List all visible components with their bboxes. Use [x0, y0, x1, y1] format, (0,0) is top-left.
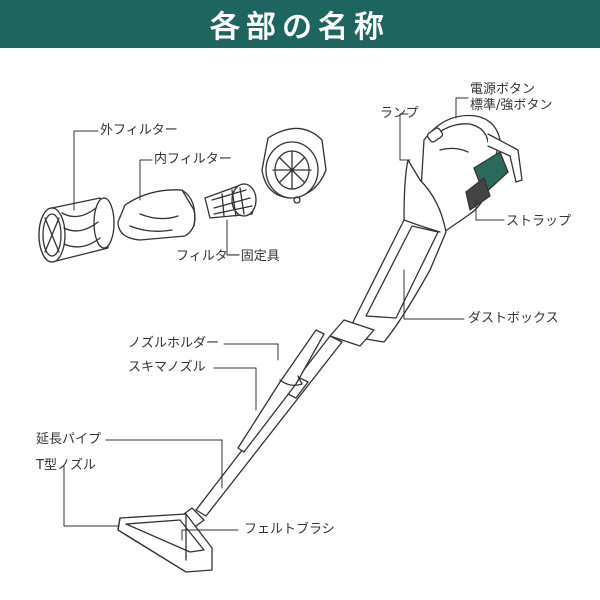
label-strap: ストラップ — [506, 214, 572, 229]
label-extension-pipe: 延長パイプ — [36, 432, 102, 447]
filter-housing-illustration — [261, 127, 327, 204]
label-nozzle-holder: ノズルホルダー — [128, 336, 220, 351]
label-inner-filter: 内フィルター — [154, 152, 232, 167]
label-lamp: ランプ — [380, 106, 419, 121]
label-outer-filter: 外フィルター — [100, 123, 178, 138]
filter-fixture-illustration — [204, 183, 257, 219]
crevice-nozzle-illustration — [237, 329, 325, 453]
label-standard-strong-button: 標準/強ボタン — [470, 98, 553, 113]
label-filter-fixture: フィルター固定具 — [176, 249, 280, 264]
outer-filter-illustration — [38, 197, 115, 263]
label-power-button: 電源ボタン — [470, 82, 536, 97]
extension-pipe-illustration — [195, 335, 343, 517]
label-t-nozzle: T型ノズル — [36, 458, 96, 473]
t-nozzle-illustration — [117, 507, 213, 573]
page-header: 各部の名称 — [0, 0, 600, 48]
page-title: 各部の名称 — [210, 10, 390, 45]
vacuum-body-illustration — [329, 114, 523, 347]
label-crevice-nozzle: スキマノズル — [128, 360, 206, 375]
label-dust-box: ダストボックス — [468, 311, 559, 326]
label-felt-brush: フェルトブラシ — [244, 522, 335, 537]
inner-filter-illustration — [117, 189, 196, 241]
leader-lines — [63, 97, 505, 541]
vacuum-diagram — [38, 97, 523, 573]
